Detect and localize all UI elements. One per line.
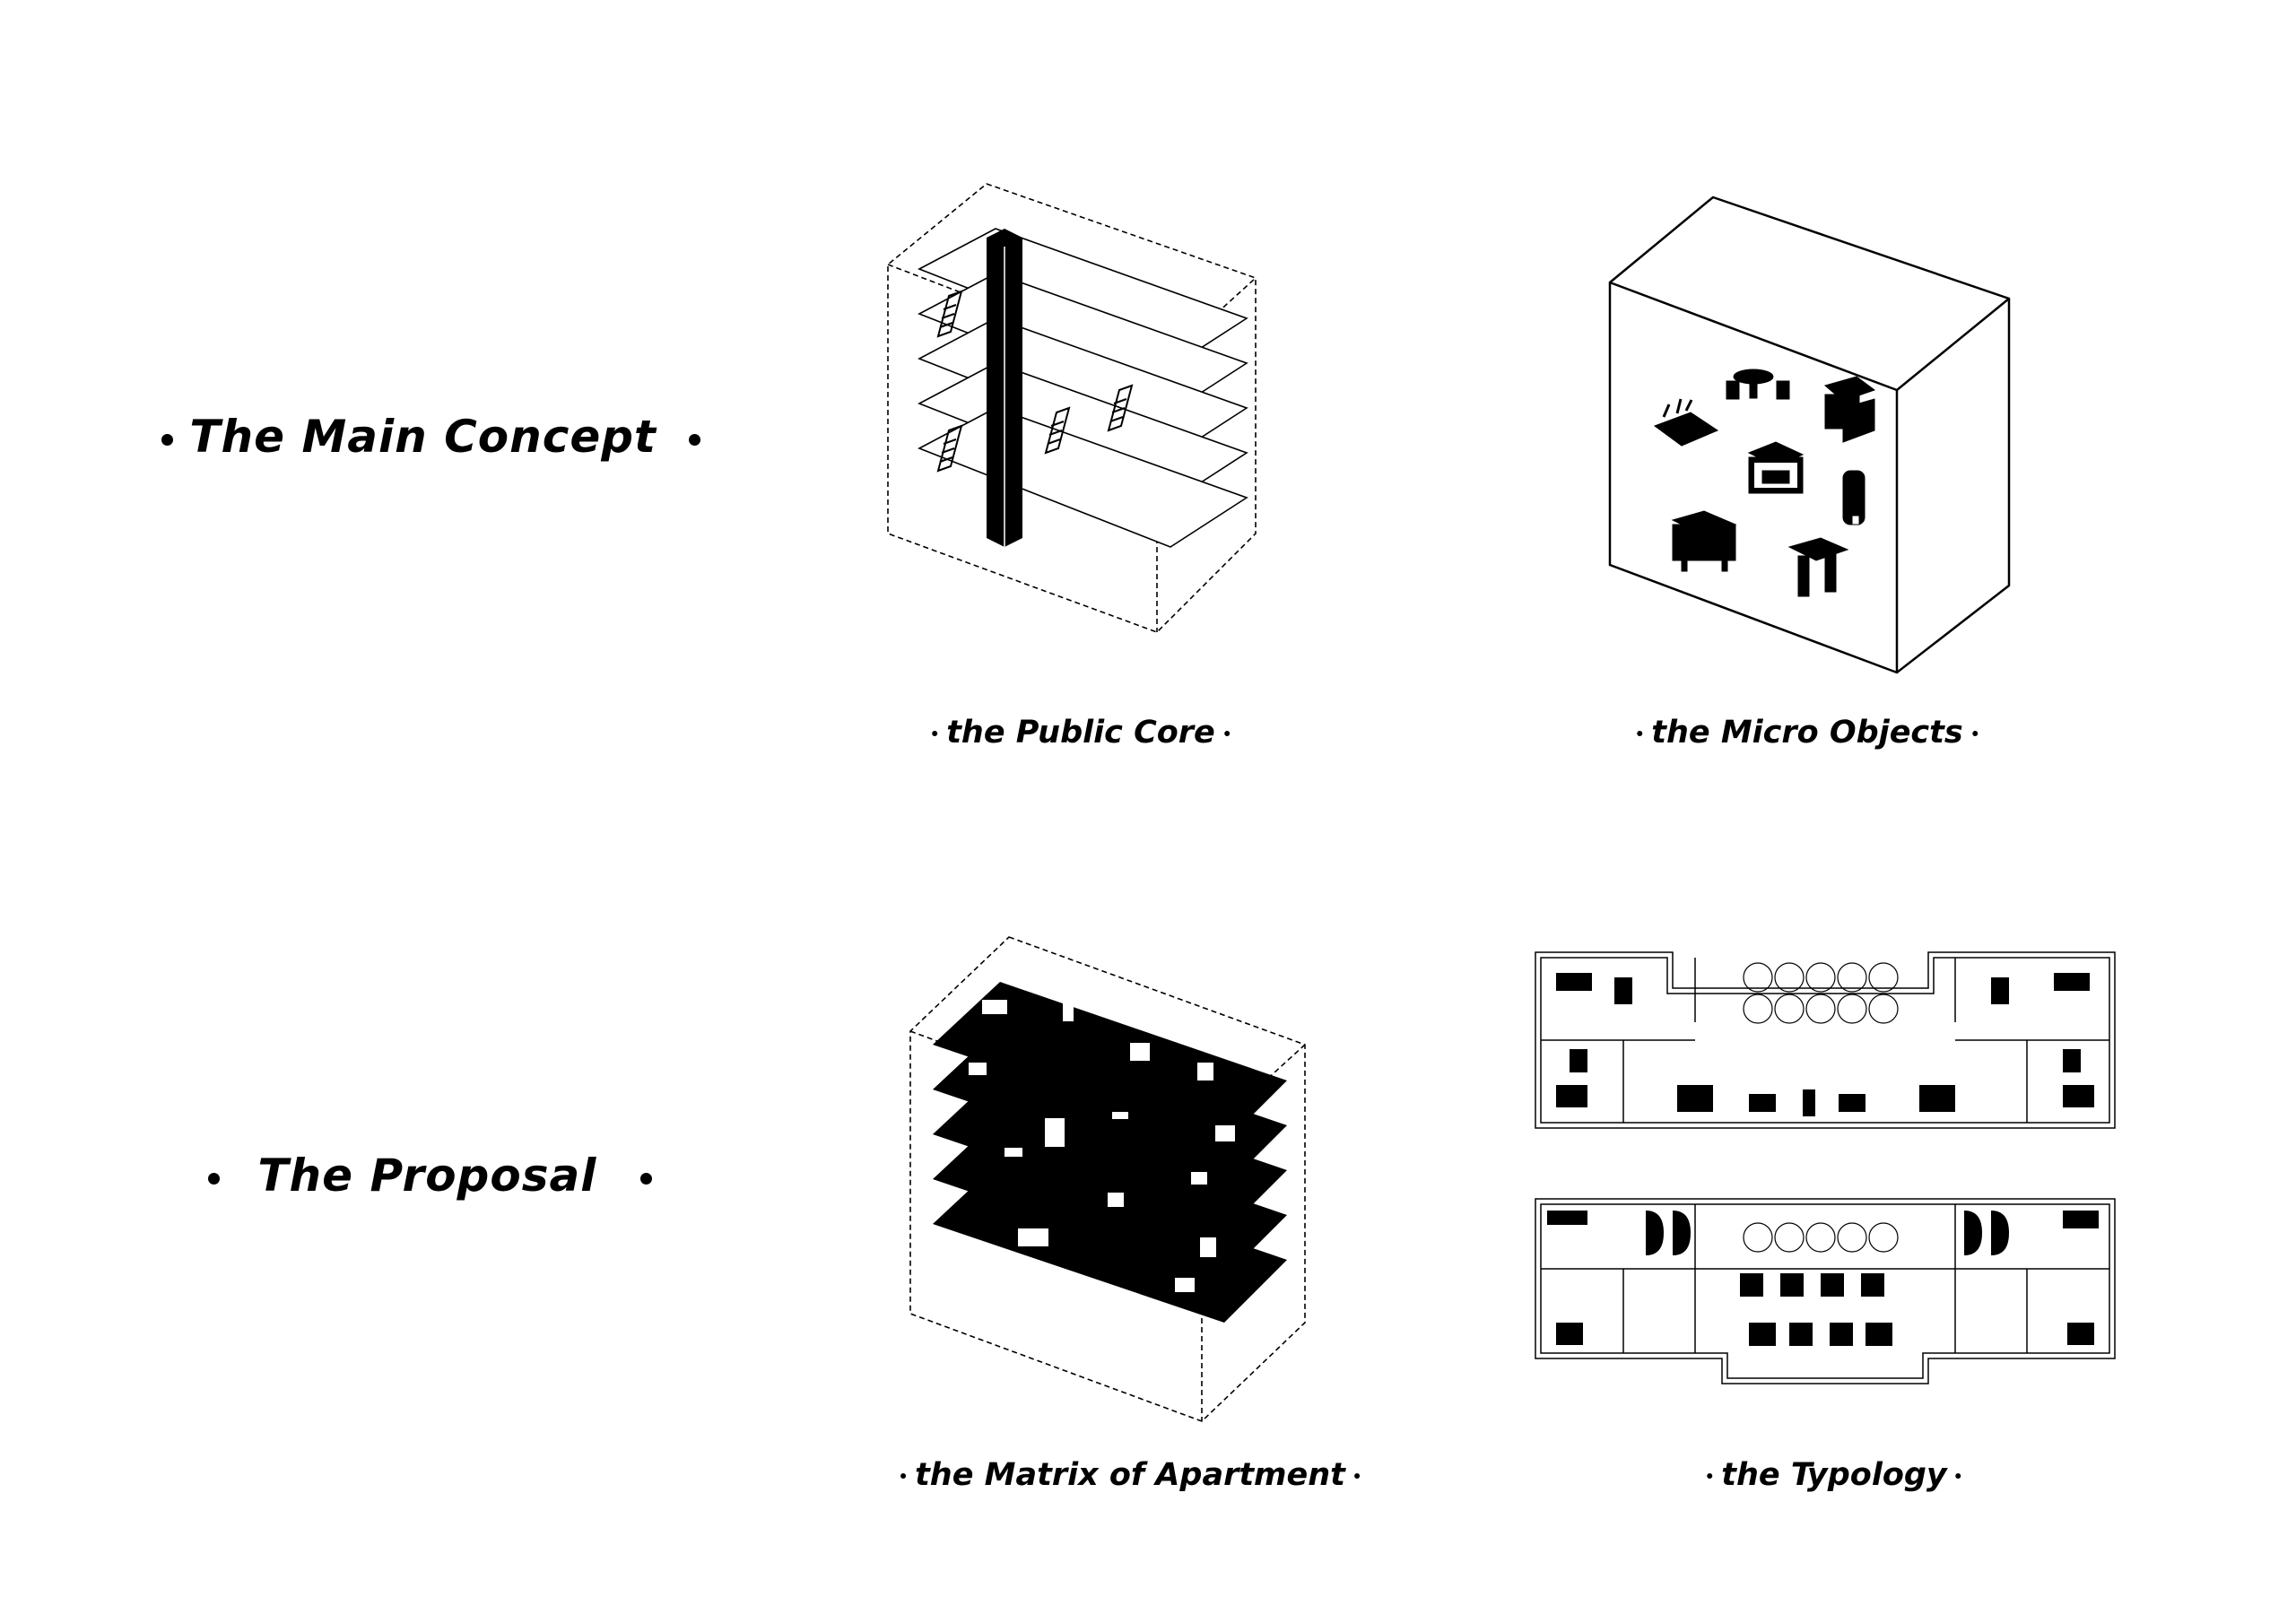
heading-main-concept: The Main Concept [161,411,701,463]
caption-matrix-apartment: the Matrix of Apartment [891,1457,1369,1493]
caption-dot [1955,1473,1961,1479]
caption-public-core: the Public Core [923,715,1239,751]
heading-text: The Main Concept [189,411,657,463]
public-core-diagram [887,183,1257,633]
caption-text: the Matrix of Apartment [915,1457,1345,1493]
heading-proposal: The Proposal [208,1150,652,1202]
bullet-dot [161,434,173,446]
caption-dot [1223,731,1230,736]
heading-text: The Proposal [257,1150,597,1202]
caption-text: the Typology [1721,1457,1947,1493]
caption-micro-objects: the Micro Objects [1628,715,1987,751]
caption-dot [1637,731,1643,736]
bullet-dot [208,1173,220,1185]
typology-plan-bottom [1535,1198,2116,1384]
typology-plan-top [1535,951,2116,1129]
caption-dot [1353,1473,1360,1479]
caption-text: the Public Core [946,715,1215,751]
caption-dot [900,1473,907,1479]
caption-dot [932,731,938,736]
bullet-dot [639,1173,652,1185]
micro-objects-diagram [1608,195,2011,674]
bullet-dot [689,434,701,446]
apartment-matrix-diagram [909,936,1306,1422]
caption-typology: the Typology [1698,1457,1970,1493]
caption-dot [1971,731,1978,736]
caption-dot [1707,1473,1713,1479]
caption-text: the Micro Objects [1651,715,1963,751]
